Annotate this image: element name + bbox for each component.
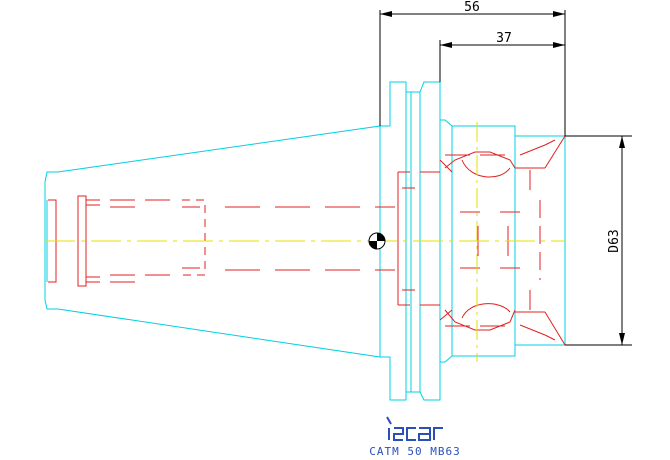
product-code: CATM 50 MB63 <box>369 445 460 458</box>
centerline <box>45 122 565 362</box>
dimension-flange-to-face: 37 <box>496 31 512 46</box>
dimension-diameter: D63 <box>607 229 622 252</box>
dimension-arrows <box>380 11 625 345</box>
iscar-logo-icon <box>386 416 443 441</box>
dimension-lines <box>379 10 632 346</box>
dimension-overall-length: 56 <box>464 0 480 15</box>
hidden-lines <box>48 135 566 346</box>
center-mark-icon <box>368 232 386 250</box>
